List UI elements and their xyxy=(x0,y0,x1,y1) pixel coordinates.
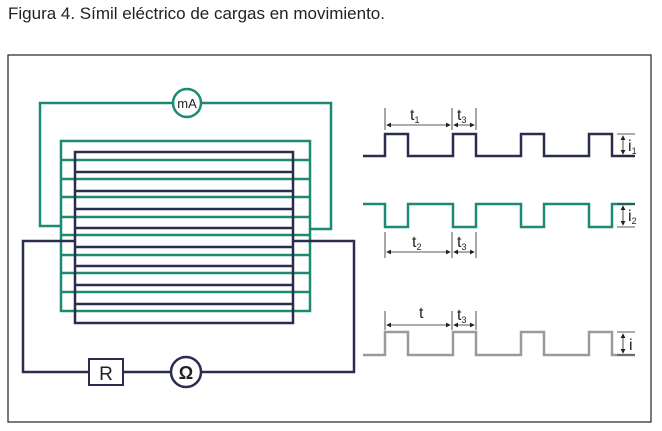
wave-i-trace xyxy=(363,330,635,357)
i-label: i xyxy=(629,337,633,354)
figure-frame xyxy=(7,54,652,423)
wave-i1-trace xyxy=(363,132,635,158)
ohmmeter-loop xyxy=(21,239,356,374)
ammeter-label: mA xyxy=(177,96,197,111)
navy-frame xyxy=(73,150,295,325)
i1-label: i1 xyxy=(628,138,637,156)
navy-plates xyxy=(75,170,293,306)
figure-caption: Figura 4. Símil eléctrico de cargas en m… xyxy=(8,4,385,23)
wave-i: t t3 i xyxy=(363,305,635,357)
t3-label: t3 xyxy=(457,234,466,252)
i2-label: i2 xyxy=(628,208,637,226)
resistor-label: R xyxy=(99,364,113,385)
ammeter-loop xyxy=(38,101,333,231)
t3-label: t3 xyxy=(457,107,466,125)
resistor-icon xyxy=(88,358,124,386)
t-label: t xyxy=(419,305,424,322)
circuit xyxy=(21,87,356,389)
t2-label: t2 xyxy=(412,234,421,252)
t1-label: t1 xyxy=(410,107,419,125)
ohmmeter-label: Ω xyxy=(179,363,193,383)
teal-frame xyxy=(59,139,312,313)
t3-label: t3 xyxy=(457,307,466,325)
ammeter-icon xyxy=(171,87,203,119)
wave-i1: t1 t3 i1 xyxy=(363,107,637,158)
wave-i2-trace xyxy=(363,202,635,229)
teal-plates xyxy=(61,158,310,294)
ohmmeter-icon xyxy=(169,355,203,389)
wave-i2: t2 t3 i2 xyxy=(363,202,637,258)
